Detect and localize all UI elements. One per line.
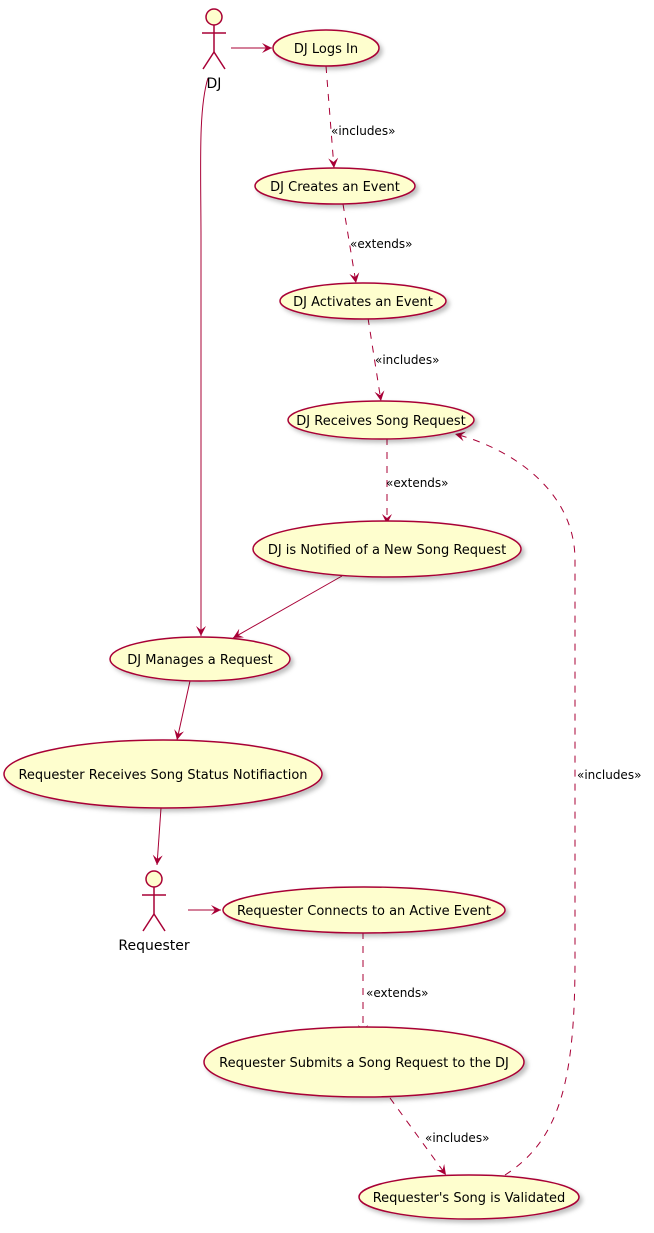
- usecase-label: DJ Creates an Event: [270, 180, 400, 195]
- edge-dj-manages: [196, 77, 209, 636]
- edge-activates-receives: [367, 317, 385, 402]
- usecase-label: DJ Logs In: [294, 42, 358, 57]
- usecase-label: DJ is Notified of a New Song Request: [268, 543, 506, 558]
- actor-label: Requester: [118, 938, 189, 954]
- relation-labels: «includes» «extends» «includes» «extends…: [331, 124, 641, 1145]
- usecase-dj-creates-event: DJ Creates an Event: [254, 167, 416, 205]
- usecase-requester-validated: Requester's Song is Validated: [358, 1174, 580, 1220]
- usecase-dj-activates-event: DJ Activates an Event: [279, 282, 447, 320]
- usecase-dj-receives-request: DJ Receives Song Request: [287, 400, 475, 440]
- label-receives-notified: «extends»: [386, 476, 449, 490]
- edges: [152, 43, 576, 1176]
- usecase-requester-connects: Requester Connects to an Active Event: [222, 886, 506, 934]
- usecase-requester-submits: Requester Submits a Song Request to the …: [203, 1026, 525, 1098]
- edge-status-requester: [152, 807, 163, 866]
- usecase-label: Requester Connects to an Active Event: [237, 904, 491, 919]
- stick-figure-icon: [142, 870, 166, 932]
- usecase-dj-logs-in: DJ Logs In: [272, 29, 380, 67]
- stick-figure-icon: [202, 8, 226, 70]
- edge-manages-status: [174, 680, 191, 741]
- edge-validated-receives: [454, 431, 576, 1176]
- usecase-label: Requester Submits a Song Request to the …: [219, 1056, 509, 1071]
- usecase-label: Requester Receives Song Status Notifiact…: [18, 768, 307, 783]
- usecase-label: DJ Activates an Event: [293, 295, 433, 310]
- label-login-creates: «includes»: [331, 124, 395, 138]
- edge-notified-manages: [232, 575, 343, 639]
- actor-label: DJ: [207, 76, 222, 92]
- usecase-label: DJ Manages a Request: [127, 653, 272, 668]
- actor-dj: DJ: [202, 8, 226, 92]
- label-activates-receives: «includes»: [375, 353, 439, 367]
- label-validated-receives: «includes»: [577, 768, 641, 782]
- usecase-requester-receives-status: Requester Receives Song Status Notifiact…: [3, 739, 323, 809]
- actor-requester: Requester: [118, 870, 190, 954]
- label-connects-submits: «extends»: [366, 986, 429, 1000]
- usecase-label: Requester's Song is Validated: [373, 1191, 566, 1206]
- edge-submits-validated: [389, 1097, 447, 1176]
- edge-login-creates: [325, 65, 339, 169]
- usecase-label: DJ Receives Song Request: [296, 414, 465, 429]
- label-submits-validated: «includes»: [425, 1131, 489, 1145]
- usecase-dj-manages-request: DJ Manages a Request: [109, 636, 291, 682]
- usecase-dj-notified: DJ is Notified of a New Song Request: [252, 520, 522, 578]
- label-creates-activates: «extends»: [350, 237, 413, 251]
